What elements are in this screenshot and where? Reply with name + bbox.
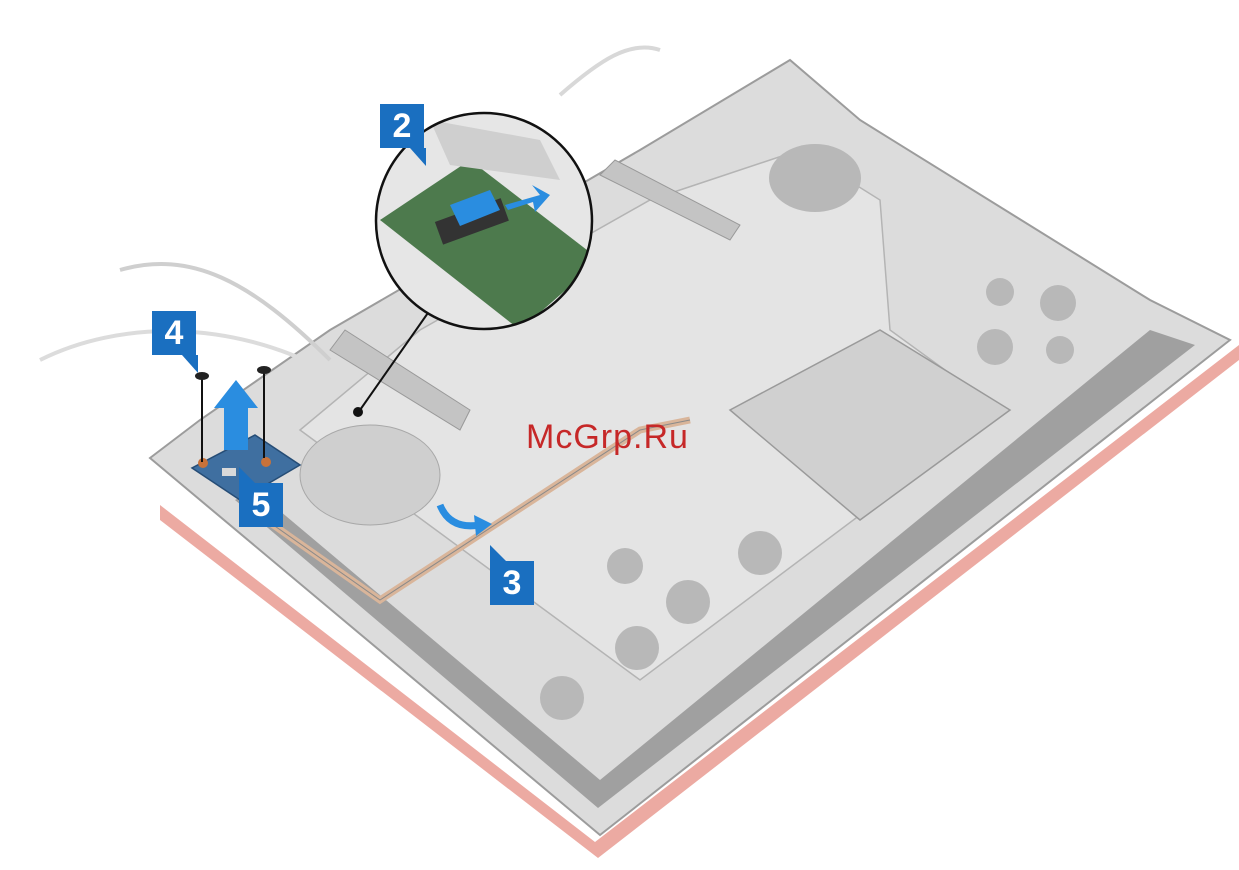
- io-board-screw-hole: [261, 457, 271, 467]
- boss: [986, 278, 1014, 306]
- antenna-cable: [560, 47, 660, 95]
- step-4-callout: 4: [152, 311, 196, 355]
- boss: [738, 531, 782, 575]
- boss: [540, 676, 584, 720]
- boss: [977, 329, 1013, 365]
- boss: [666, 580, 710, 624]
- fan-circle: [300, 425, 440, 525]
- magnifier-anchor: [353, 407, 363, 417]
- step-5-label: 5: [252, 486, 271, 524]
- step-3-label: 3: [503, 564, 522, 602]
- step-2-pointer: [410, 148, 426, 166]
- boss: [1046, 336, 1074, 364]
- step-5-pointer: [239, 467, 255, 483]
- screw: [257, 366, 271, 374]
- fan-circle: [769, 144, 861, 212]
- step-3-callout: 3: [490, 561, 534, 605]
- boss: [615, 626, 659, 670]
- step-4-pointer: [182, 355, 198, 373]
- step-2-label: 2: [393, 107, 412, 145]
- step-4-label: 4: [165, 314, 184, 352]
- step-2-callout: 2: [380, 104, 424, 148]
- step-5-callout: 5: [239, 483, 283, 527]
- step-3-pointer: [490, 545, 506, 561]
- watermark-text: McGrp.Ru: [526, 418, 689, 457]
- boss: [1040, 285, 1076, 321]
- screw: [195, 372, 209, 380]
- boss: [607, 548, 643, 584]
- io-board-port: [222, 468, 236, 476]
